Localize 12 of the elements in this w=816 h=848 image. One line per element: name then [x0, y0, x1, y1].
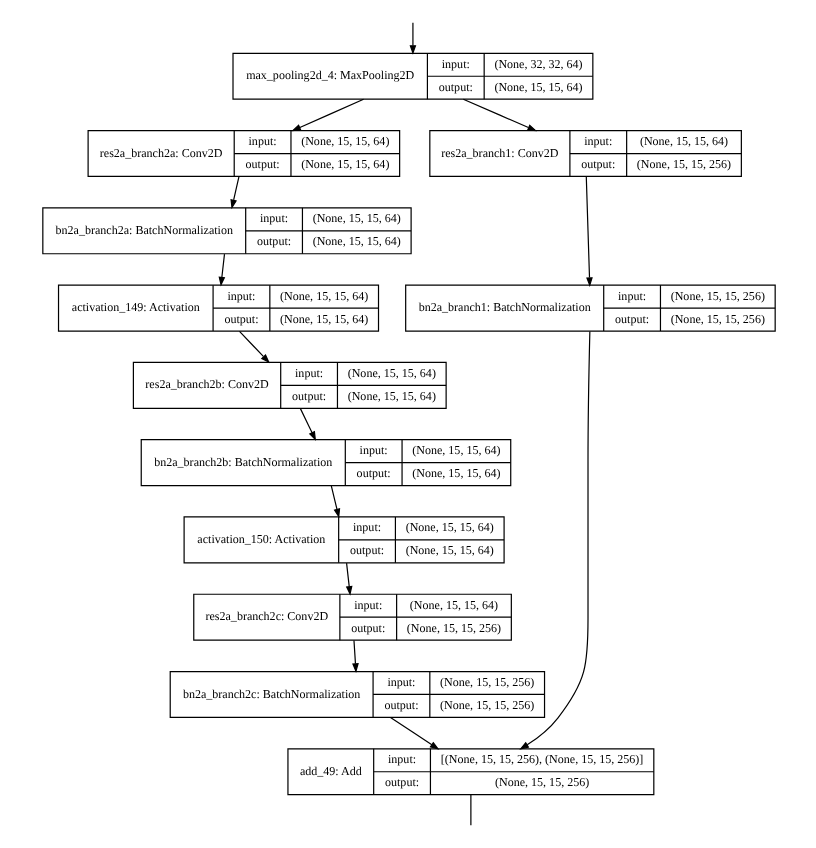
arrow	[344, 562, 352, 596]
arrow	[329, 485, 340, 519]
connector	[469, 794, 471, 826]
arrow	[584, 175, 592, 287]
arrow	[408, 22, 416, 55]
arrow	[298, 408, 316, 441]
arrow	[217, 253, 225, 287]
arrow	[518, 330, 590, 750]
arrow	[351, 639, 358, 673]
arrow	[388, 716, 439, 750]
arrow	[229, 176, 239, 210]
arrow	[237, 330, 269, 364]
